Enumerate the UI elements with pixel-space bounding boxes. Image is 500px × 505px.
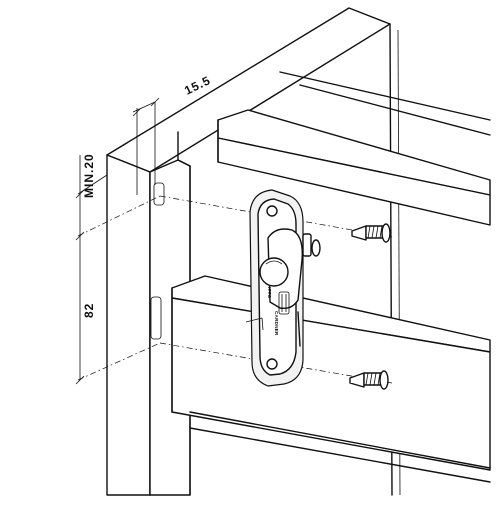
latch-bolt-end bbox=[311, 239, 321, 257]
latch-lever-end bbox=[261, 317, 264, 331]
post-top-notch bbox=[177, 131, 191, 167]
upper-screw-head bbox=[381, 223, 391, 243]
dim-82-label: 82 bbox=[82, 303, 96, 318]
upper-screw-thread-4 bbox=[379, 225, 383, 239]
mounting-slots bbox=[150, 182, 165, 340]
lower-screw-thread-3 bbox=[373, 372, 377, 386]
upper-screw-tip bbox=[351, 225, 367, 241]
lower-screw-tip bbox=[349, 372, 365, 388]
latch-side-rib bbox=[297, 311, 301, 347]
dim-15-5-tick-left bbox=[132, 107, 142, 117]
dim-min20-extension bbox=[77, 174, 108, 195]
wall-frame bbox=[106, 7, 401, 496]
dim-15-5-line bbox=[132, 101, 156, 113]
lower-screw-thread-1 bbox=[365, 372, 369, 386]
lower-rail-bottom bbox=[189, 411, 491, 469]
latch-lower-screw-hole bbox=[266, 358, 278, 370]
lower-rail bbox=[171, 275, 491, 483]
upper-rail bbox=[217, 71, 491, 226]
upper-slot bbox=[153, 182, 165, 206]
top-rail-line-1 bbox=[279, 71, 491, 121]
frame-left-face bbox=[106, 154, 151, 496]
bottom-board-line bbox=[189, 427, 491, 483]
latch-knob-highlight bbox=[265, 260, 283, 265]
dimension-lines bbox=[75, 97, 160, 385]
latch-knob bbox=[259, 257, 289, 287]
lower-screw bbox=[349, 370, 389, 390]
upper-screw bbox=[351, 223, 391, 243]
lower-slot bbox=[150, 296, 162, 340]
dim-min20-label: MIN.20 bbox=[82, 153, 96, 198]
lower-centerline-left bbox=[77, 342, 161, 381]
latch-side-bolt bbox=[302, 233, 312, 257]
dim-15-5-tick-right bbox=[150, 97, 160, 107]
lower-screw-head bbox=[379, 370, 389, 390]
top-rail-line-2 bbox=[299, 84, 491, 136]
latch-lever bbox=[245, 317, 263, 323]
upper-screw-thread-2 bbox=[371, 225, 375, 239]
upper-centerline-left bbox=[77, 195, 161, 237]
upper-screw-thread-1 bbox=[367, 225, 371, 239]
upper-screw-thread-3 bbox=[375, 225, 379, 239]
dim-82-tick-bottom bbox=[75, 375, 85, 385]
latch-brand-line-1: ITTO bbox=[267, 287, 272, 299]
latch-brand-line-2: CARDNER bbox=[274, 311, 279, 336]
lower-screw-thread-4 bbox=[377, 372, 381, 386]
gate-latch bbox=[245, 189, 321, 387]
latch-upper-screw-hole bbox=[266, 205, 278, 217]
lower-screw-thread-2 bbox=[369, 372, 373, 386]
latch-window bbox=[278, 291, 290, 315]
